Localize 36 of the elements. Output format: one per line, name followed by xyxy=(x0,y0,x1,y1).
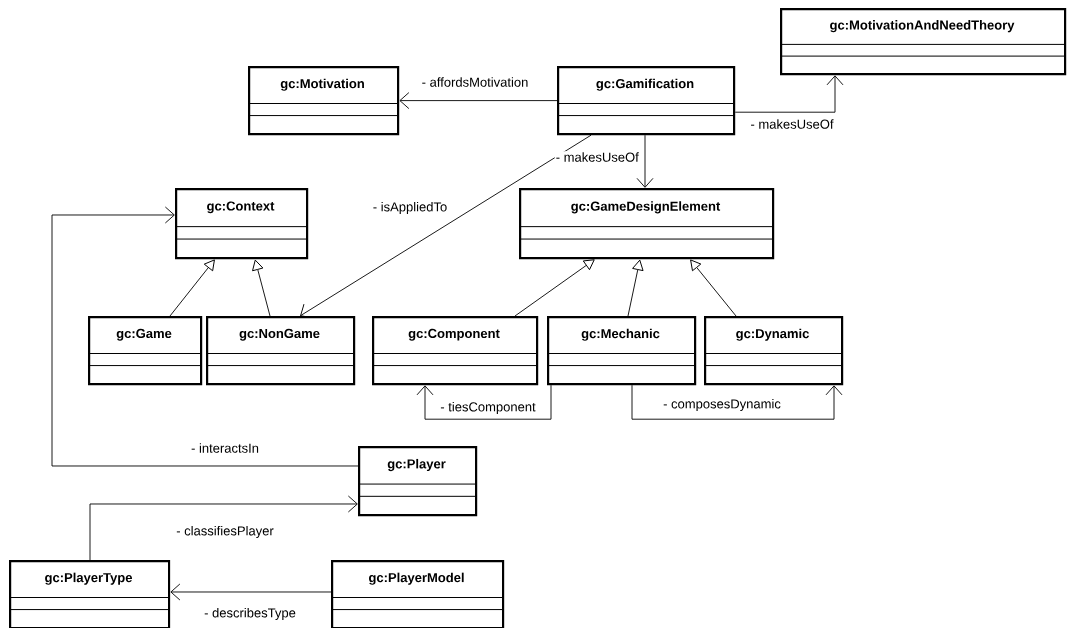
association-arrow xyxy=(300,134,592,319)
edge-label: - tiesComponent xyxy=(439,400,537,416)
edge-label: - classifiesPlayer xyxy=(175,524,275,540)
association-arrow xyxy=(399,92,558,110)
class-box: gc:GameDesignElement xyxy=(518,188,775,260)
class-box: gc:Motivation xyxy=(247,66,400,136)
association-arrow xyxy=(416,384,552,420)
class-box: gc:Mechanic xyxy=(546,316,697,386)
edge-label: - makesUseOf xyxy=(554,151,640,163)
association-arrow xyxy=(636,134,654,188)
class-box: gc:MotivationAndNeedTheory xyxy=(779,8,1067,76)
class-box: gc:Component xyxy=(371,316,539,386)
inheritance-arrow xyxy=(627,259,644,317)
association-arrow xyxy=(89,495,358,561)
inheritance-arrow xyxy=(252,259,271,317)
association-arrow xyxy=(631,384,843,420)
inheritance-arrow xyxy=(690,259,737,317)
class-box: gc:Gamification xyxy=(556,66,736,136)
association-arrow xyxy=(51,206,359,467)
edge-label: - composesDynamic xyxy=(662,397,782,413)
class-box: gc:Player xyxy=(357,446,478,517)
edge-label: - describesType xyxy=(203,606,297,622)
inheritance-arrow xyxy=(169,259,215,317)
class-box: gc:Context xyxy=(174,188,309,260)
inheritance-arrow xyxy=(514,259,595,317)
association-arrow xyxy=(734,75,844,113)
class-box: gc:PlayerModel xyxy=(330,560,505,628)
edge-label: - makesUseOf xyxy=(749,118,835,130)
association-arrow xyxy=(170,583,332,601)
class-box: gc:NonGame xyxy=(205,316,356,386)
class-box: gc:PlayerType xyxy=(8,560,171,628)
edge-label: - isAppliedTo xyxy=(371,200,449,216)
edge-label: - interactsIn xyxy=(190,442,260,454)
class-box: gc:Dynamic xyxy=(703,316,844,386)
edge-label: - affordsMotivation xyxy=(420,76,530,88)
class-box: gc:Game xyxy=(87,316,203,386)
